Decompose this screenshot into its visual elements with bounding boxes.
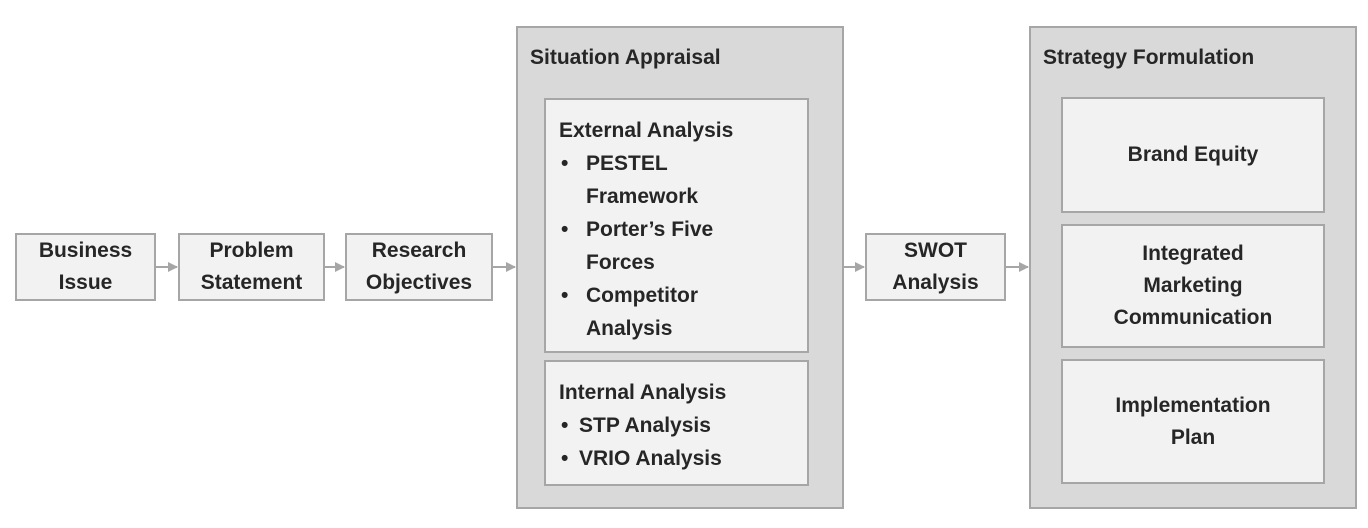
box-label-line: Plan [1170,425,1216,449]
situation-appraisal-group: Situation Appraisal External Analysis • … [516,26,844,509]
box-label-line: Integrated [1142,242,1244,265]
brand-equity-box: Brand Equity [1061,97,1325,213]
list-item-line: Forces [586,251,655,274]
list-item-line: PESTEL [586,152,668,175]
bullet-icon: • [561,447,569,470]
situation-appraisal-title: Situation Appraisal [530,46,721,69]
internal-analysis-heading: Internal Analysis [559,381,727,404]
external-analysis-list: • PESTEL Framework • Porter’s Five Force… [559,147,795,345]
bullet-icon: • [561,218,569,241]
box-label-line: Brand Equity [1127,143,1259,166]
list-item-line: Analysis [586,317,673,340]
implementation-plan-box: Implementation Plan [1061,359,1325,484]
box-label-line: Objectives [365,271,473,294]
box-label-line: Marketing [1143,274,1243,297]
box-label-line: Implementation [1115,393,1271,417]
list-item: • VRIO Analysis [559,442,795,475]
list-item-line: VRIO Analysis [579,447,722,470]
internal-analysis-panel: Internal Analysis • STP Analysis • VRIO … [544,360,809,486]
box-label-line: SWOT [904,239,967,262]
list-item-line: Competitor [586,284,698,307]
box-label-line: Business [38,239,133,262]
research-objectives-box: Research Objectives [345,233,493,301]
strategy-formulation-group: Strategy Formulation Brand Equity Integr… [1029,26,1357,509]
box-label-line: Research [371,239,467,262]
bullet-icon: • [561,414,569,437]
problem-statement-box: Problem Statement [178,233,325,301]
business-issue-box: Business Issue [15,233,156,301]
list-item: • Porter’s Five Forces [559,213,795,279]
list-item-line: STP Analysis [579,414,711,437]
box-label-line: Problem [209,239,294,262]
external-analysis-heading: External Analysis [559,119,734,142]
internal-analysis-list: • STP Analysis • VRIO Analysis [559,409,795,475]
list-item-line: Framework [586,185,699,208]
bullet-icon: • [561,152,569,175]
swot-analysis-box: SWOT Analysis [865,233,1006,301]
integrated-marketing-communication-box: Integrated Marketing Communication [1061,224,1325,348]
external-analysis-panel: External Analysis • PESTEL Framework • P… [544,98,809,353]
box-label-line: Statement [200,271,303,294]
box-label-line: Issue [58,271,113,294]
list-item: • STP Analysis [559,409,795,442]
list-item: • Competitor Analysis [559,279,795,345]
list-item: • PESTEL Framework [559,147,795,213]
bullet-icon: • [561,284,569,307]
box-label-line: Communication [1113,306,1273,329]
list-item-line: Porter’s Five [586,218,714,241]
strategy-formulation-title: Strategy Formulation [1043,46,1255,69]
box-label-line: Analysis [892,271,979,294]
